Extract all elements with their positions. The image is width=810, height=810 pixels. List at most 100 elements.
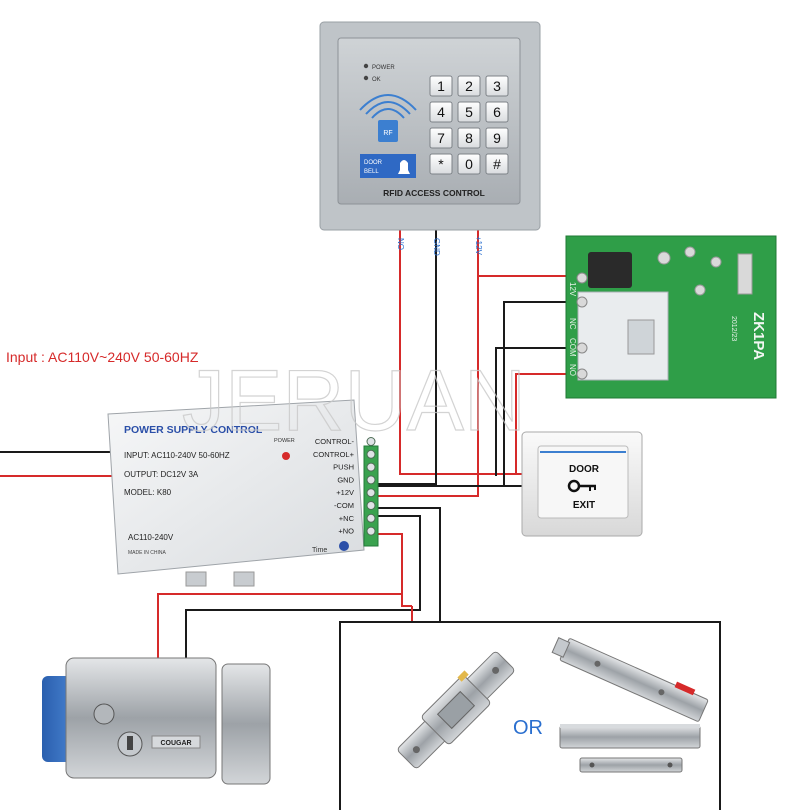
key-label: 1 xyxy=(437,78,445,94)
relay-wire-no xyxy=(515,373,578,474)
wire-label-12v: +12V xyxy=(474,236,483,256)
psu-mount-left xyxy=(185,571,207,587)
relay-board: 12V NC COM NO ZK1PA 2012/23 xyxy=(565,235,777,399)
psu-terminal-label: GND xyxy=(337,475,354,484)
relay-pin-com: COM xyxy=(568,338,577,357)
psu-made-in: MADE IN CHINA xyxy=(128,550,166,556)
doorbell-label-1: DOOR xyxy=(364,160,383,166)
psu-terminal-label: CONTROL+ xyxy=(313,450,355,459)
psu-terminal-screw xyxy=(366,488,376,498)
bell-icon xyxy=(398,160,410,174)
key-10 xyxy=(457,153,481,175)
relay-date-code: 2012/23 xyxy=(730,316,737,341)
key-9 xyxy=(429,153,453,175)
key-4 xyxy=(457,101,481,123)
psu-terminal-screw xyxy=(366,437,376,446)
exit-button: DOOR EXIT xyxy=(521,431,643,537)
lock-wire-red-2 xyxy=(401,594,412,607)
key-label: # xyxy=(493,156,501,172)
key-1 xyxy=(457,75,481,97)
key-label: * xyxy=(438,156,444,172)
lock-button xyxy=(93,703,115,725)
lock-body xyxy=(65,657,217,779)
power-led xyxy=(363,63,369,69)
magnetic-lock xyxy=(559,724,701,773)
psu-mount-right xyxy=(233,571,255,587)
psu-time-label: Time xyxy=(312,547,327,554)
exit-line-1: DOOR xyxy=(569,464,600,475)
keypad-wire-12v xyxy=(372,228,479,497)
psu-terminal-label: CONTROL- xyxy=(315,437,355,446)
watermark: JERUAN xyxy=(182,353,526,449)
electric-bolt-lock xyxy=(551,637,709,722)
key-label: 2 xyxy=(465,78,473,94)
rfid-keypad: POWER OK RF DOOR BELL 1 2 3 4 5 6 7 8 9 * 0 # RFID … xyxy=(319,21,541,231)
key-3 xyxy=(429,101,453,123)
rf-card-icon: RF xyxy=(359,94,417,142)
relay-model: ZK1PA xyxy=(750,312,767,360)
doorbell-label-2: BELL xyxy=(364,169,379,175)
psu-output-spec: OUTPUT: DC12V 3A xyxy=(124,470,199,479)
keypad-keys: 1 2 3 4 5 6 7 8 9 * 0 # xyxy=(429,75,509,175)
key-label: 8 xyxy=(465,130,473,146)
wire-label-no: NO xyxy=(396,238,405,250)
ok-led xyxy=(363,75,369,81)
psu-power-led xyxy=(282,452,290,460)
relay-wire-com xyxy=(495,347,578,476)
relay-pin-no: NO xyxy=(568,364,577,376)
lock-wire-black-1 xyxy=(185,515,421,660)
lock-keeper xyxy=(221,663,271,785)
input-spec-label: Input : AC110V~240V 50-60HZ xyxy=(6,349,199,365)
psu-title: POWER SUPPLY CONTROL xyxy=(124,424,263,436)
lock-brand-plate xyxy=(151,735,201,749)
key-label: 0 xyxy=(465,156,473,172)
psu-terminal-label: PUSH xyxy=(333,463,354,472)
psu-terminal-screw xyxy=(366,501,376,510)
power-supply: POWER SUPPLY CONTROL INPUT: AC110-240V 5… xyxy=(107,399,379,587)
key-5 xyxy=(485,101,509,123)
lock-wire-black-2 xyxy=(372,507,441,606)
key-label: 6 xyxy=(493,104,501,120)
psu-ac-label: AC110-240V xyxy=(128,533,174,542)
key-7 xyxy=(457,127,481,149)
psu-terminal-screw xyxy=(366,513,376,523)
psu-power-led-label: POWER xyxy=(274,438,295,444)
psu-model: MODEL: K80 xyxy=(124,488,172,497)
electric-strike xyxy=(397,651,515,769)
key-label: 7 xyxy=(437,130,445,146)
time-knob-icon xyxy=(339,541,349,551)
key-8 xyxy=(485,127,509,149)
key-icon xyxy=(567,479,596,493)
psu-terminal-label: -COM xyxy=(334,501,354,510)
power-led-label: POWER xyxy=(372,65,395,71)
exit-line-2: EXIT xyxy=(573,500,595,511)
keypad-wire-gnd xyxy=(372,228,437,485)
psu-case xyxy=(107,399,365,575)
wires xyxy=(0,228,578,660)
key-0 xyxy=(429,75,453,97)
psu-terminal-screw xyxy=(366,449,376,459)
key-6 xyxy=(429,127,453,149)
keypad-footer-label: RFID ACCESS CONTROL xyxy=(383,188,485,198)
psu-input-spec: INPUT: AC110-240V 50-60HZ xyxy=(124,451,230,460)
key-label: 4 xyxy=(437,104,445,120)
relay-pin-nc: NC xyxy=(568,318,577,330)
alternatives-frame xyxy=(339,621,721,810)
key-label: 3 xyxy=(493,78,501,94)
relay-wire-nc xyxy=(503,301,578,486)
alternative-locks: OR xyxy=(339,621,721,810)
psu-terminal-label: +NC xyxy=(339,514,355,523)
psu-terminal-screw xyxy=(366,462,376,472)
key-label: 5 xyxy=(465,104,473,120)
key-label: 9 xyxy=(493,130,501,146)
relay-pin-12v: 12V xyxy=(568,282,577,297)
electric-rim-lock: COUGAR xyxy=(42,657,271,785)
or-label: OR xyxy=(513,717,543,739)
psu-terminal-screw xyxy=(366,526,376,536)
ok-led-label: OK xyxy=(372,77,381,83)
psu-terminal-label: +NO xyxy=(338,527,354,536)
key-2 xyxy=(485,75,509,97)
lock-brand: COUGAR xyxy=(160,740,191,747)
